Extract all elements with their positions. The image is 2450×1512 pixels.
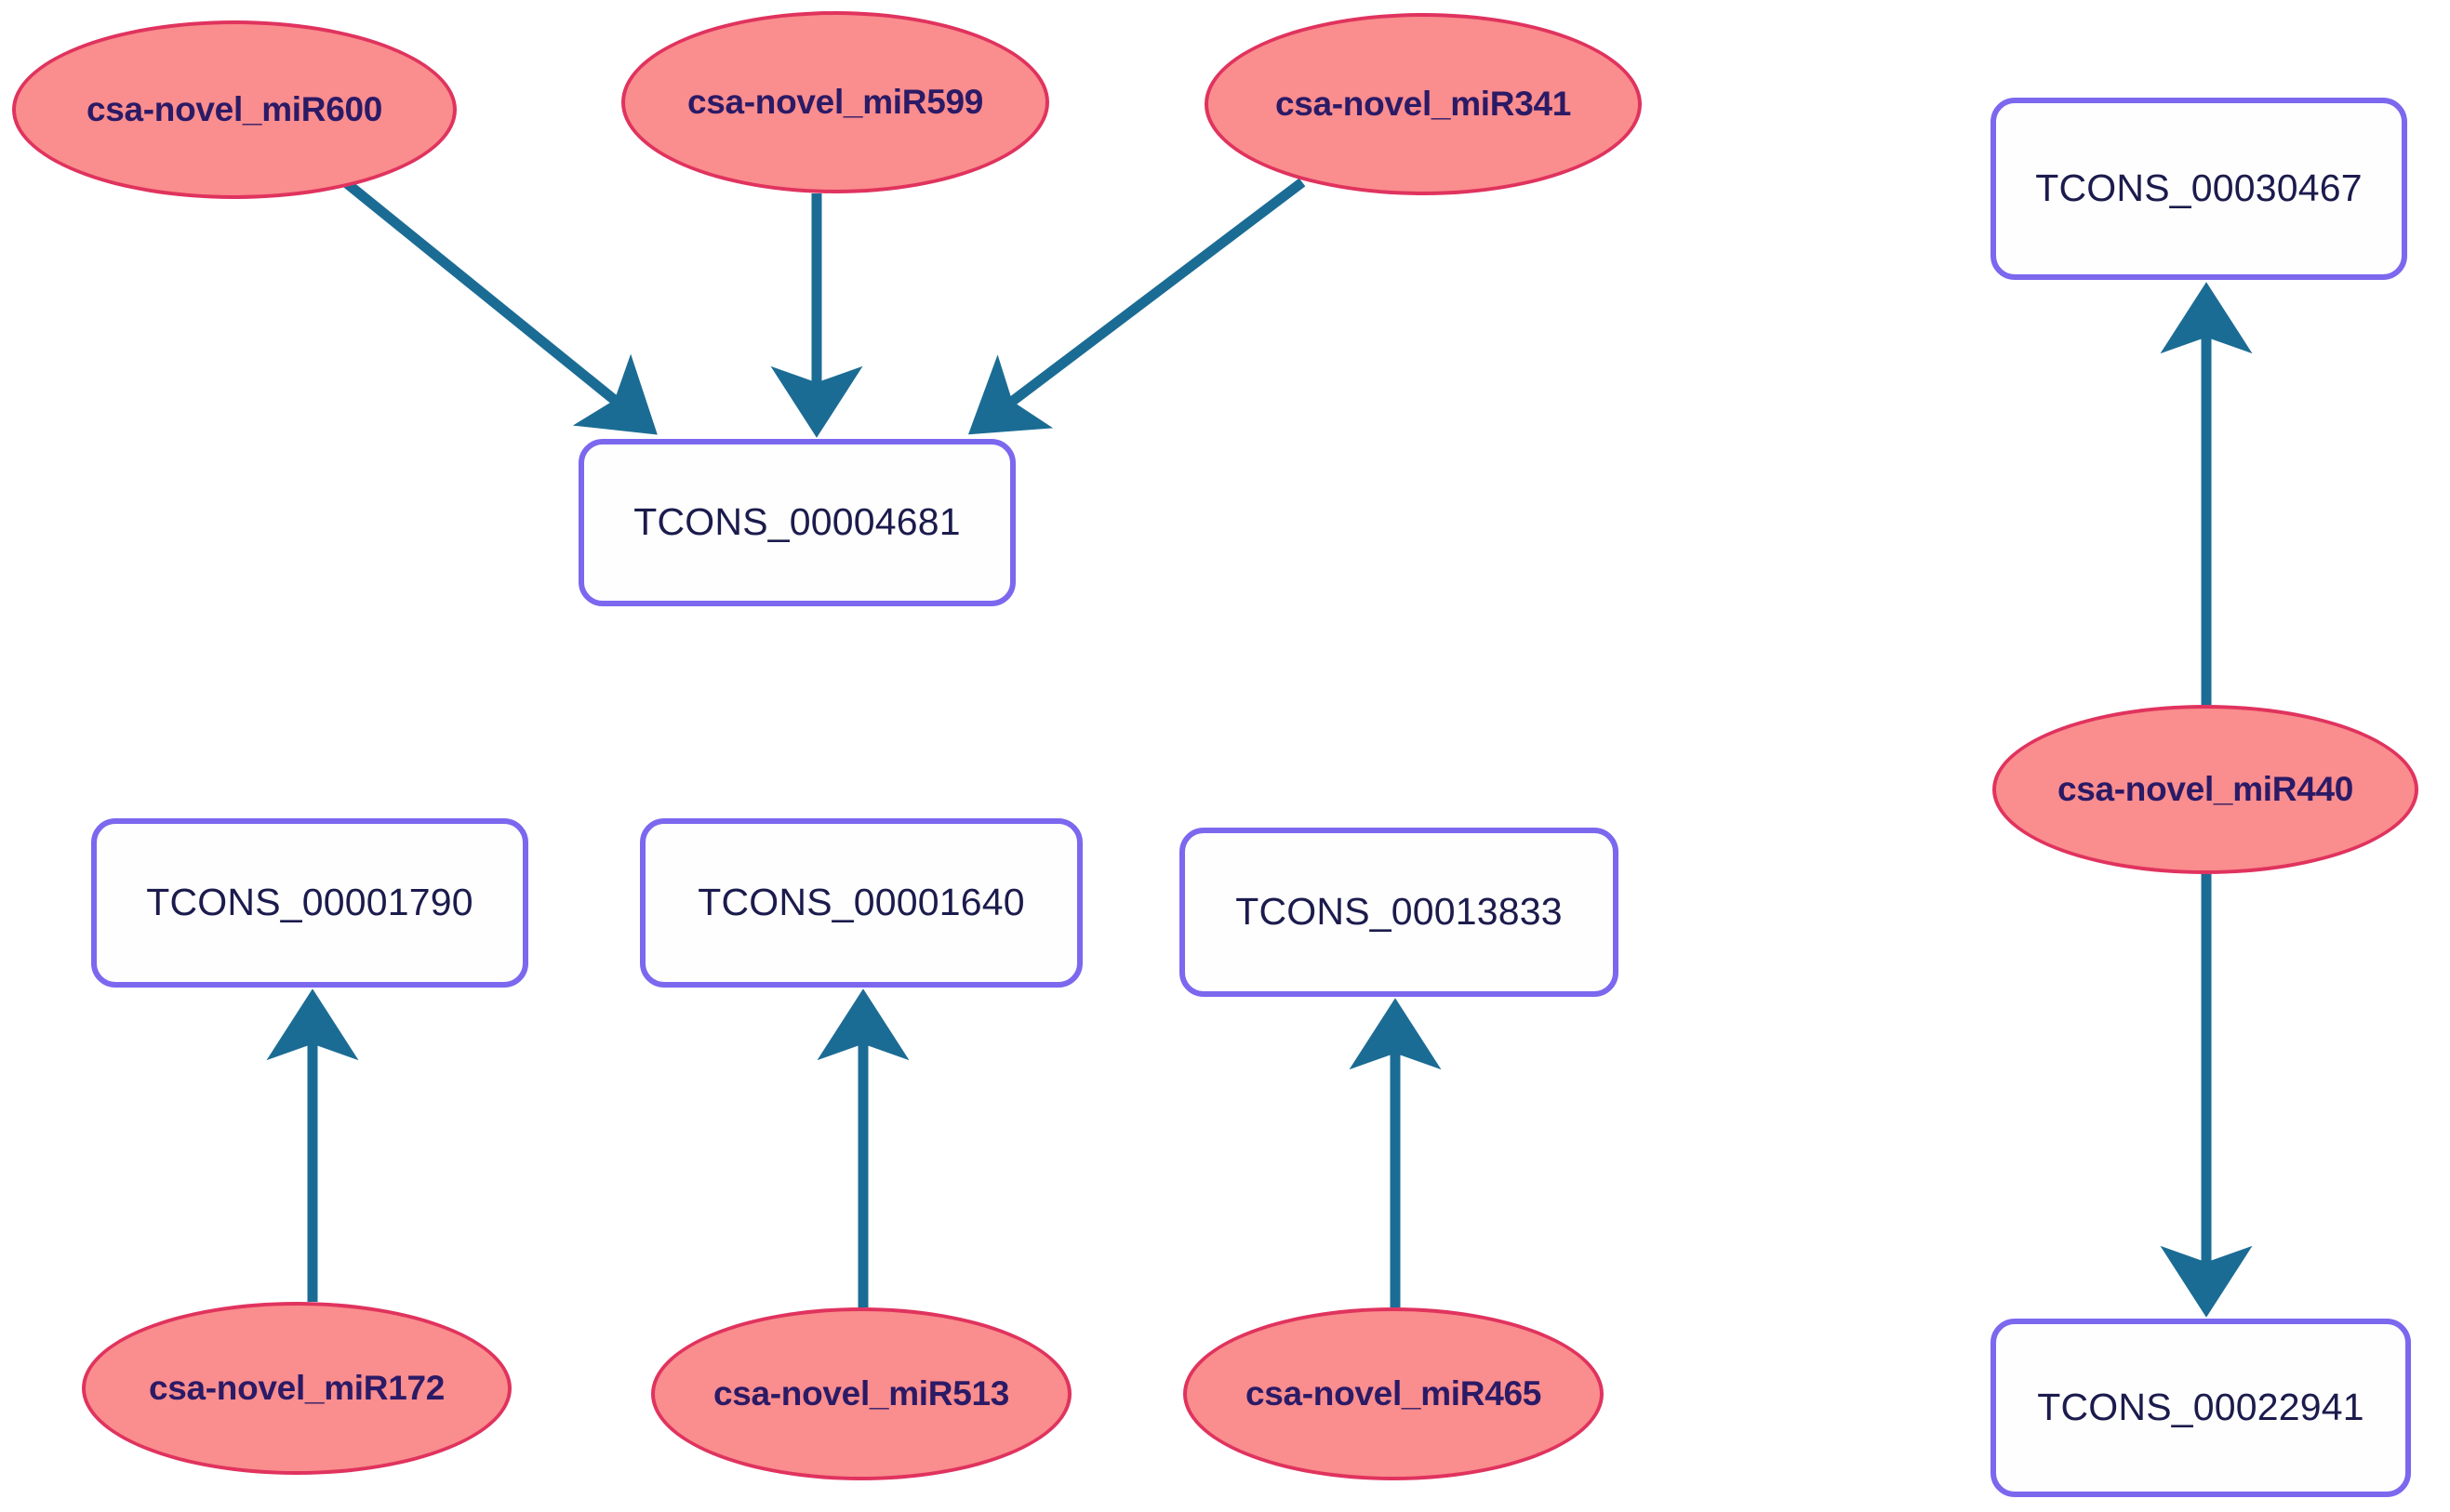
- node-label: TCONS_00022941: [2037, 1386, 2364, 1429]
- edge-mir600-to-t4681: [335, 172, 658, 435]
- node-label: csa-novel_miR600: [86, 89, 383, 128]
- edge-mir341-to-t4681: [967, 178, 1306, 435]
- mirna-node-mir513[interactable]: csa-novel_miR513: [651, 1307, 1072, 1480]
- node-label: TCONS_00030467: [2035, 166, 2363, 210]
- node-label: csa-novel_miR599: [686, 82, 984, 121]
- transcript-node-t4681[interactable]: TCONS_00004681: [579, 439, 1016, 606]
- node-label: csa-novel_miR172: [148, 1368, 446, 1407]
- node-label: csa-novel_miR341: [1274, 84, 1572, 123]
- mirna-node-mir599[interactable]: csa-novel_miR599: [621, 11, 1049, 193]
- node-label: csa-novel_miR513: [712, 1373, 1010, 1413]
- transcript-node-t22941[interactable]: TCONS_00022941: [1991, 1319, 2411, 1497]
- node-label: TCONS_00004681: [633, 500, 961, 544]
- mirna-node-mir341[interactable]: csa-novel_miR341: [1205, 13, 1642, 195]
- edge-group: [266, 172, 2253, 1318]
- mirna-node-mir465[interactable]: csa-novel_miR465: [1183, 1307, 1604, 1480]
- node-label: TCONS_00001790: [146, 881, 473, 924]
- transcript-node-t1640[interactable]: TCONS_00001640: [640, 818, 1083, 988]
- node-label: TCONS_00013833: [1235, 890, 1563, 934]
- transcript-node-t30467[interactable]: TCONS_00030467: [1991, 98, 2407, 280]
- mirna-node-mir440[interactable]: csa-novel_miR440: [1992, 705, 2418, 874]
- mirna-node-mir600[interactable]: csa-novel_miR600: [12, 20, 457, 199]
- node-label: TCONS_00001640: [698, 881, 1025, 924]
- node-label: csa-novel_miR465: [1245, 1373, 1542, 1413]
- transcript-node-t13833[interactable]: TCONS_00013833: [1179, 828, 1618, 997]
- transcript-node-t1790[interactable]: TCONS_00001790: [91, 818, 528, 988]
- node-label: csa-novel_miR440: [2057, 769, 2354, 808]
- mirna-node-mir172[interactable]: csa-novel_miR172: [82, 1302, 512, 1475]
